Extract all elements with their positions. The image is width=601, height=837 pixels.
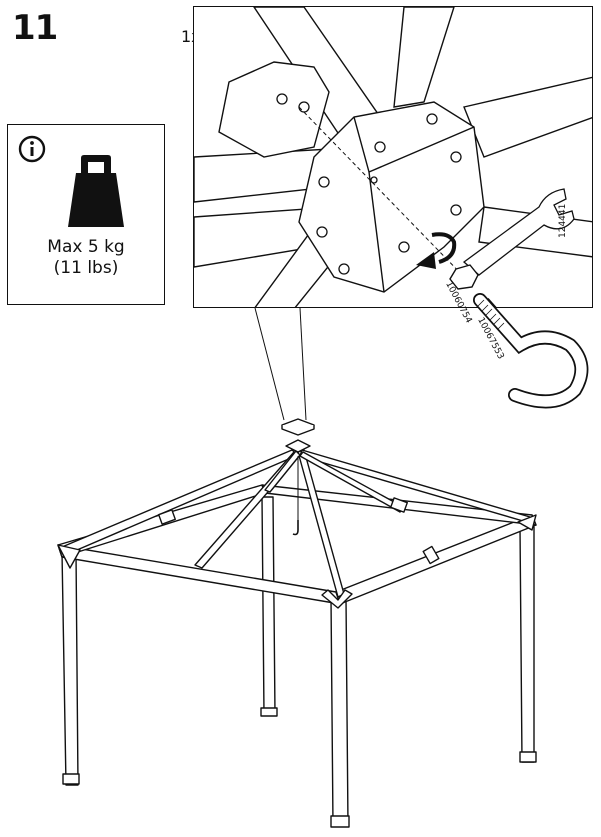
leg-front-right	[330, 597, 349, 827]
max-weight-lbs: (11 lbs)	[53, 258, 119, 278]
max-weight-kg: Max 5 kg	[47, 237, 125, 257]
info-icon	[18, 135, 46, 163]
step-number: 11	[12, 8, 58, 48]
detail-view	[193, 6, 593, 308]
leg-back-left	[261, 496, 276, 716]
leg-back-right	[519, 526, 535, 763]
roof-hub-detail	[194, 7, 592, 307]
weight-limit-box: Max 5 kg (11 lbs)	[7, 124, 165, 305]
weight-icon	[68, 155, 124, 227]
leg-front-left	[61, 551, 79, 786]
